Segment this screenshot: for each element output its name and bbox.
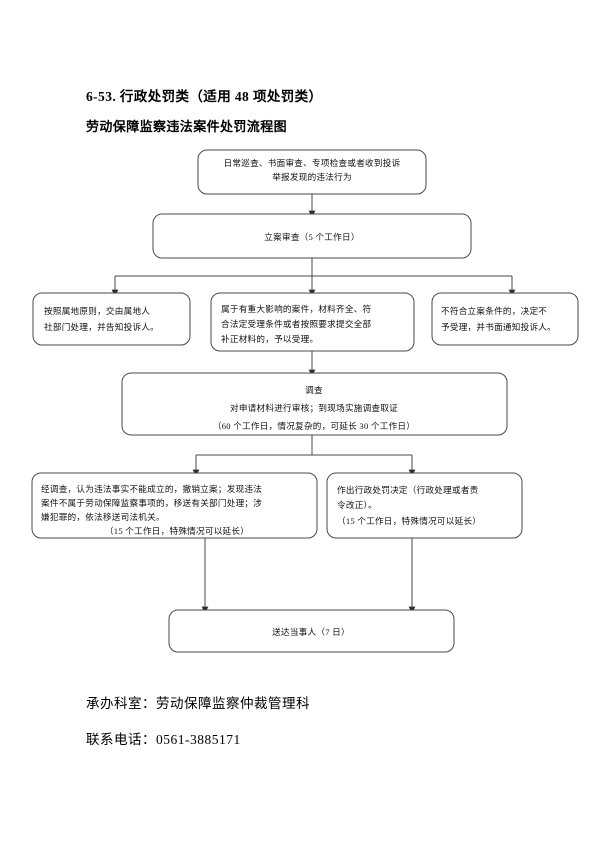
case-accepted-node-line-3: 补正材料的，予以受理。: [221, 333, 318, 344]
investigation-node: 调查 对申请材料进行审核；到现场实施调查取证 （60 个工作日，情况复杂的，可延…: [121, 372, 508, 436]
case-dismissal-node-line-1: 经调查，认为违法事实不能成立的，撤销立案；发现违法: [41, 483, 262, 494]
case-accepted-node: 属于有重大影响的案件，材料齐全、符 合法定受理条件或者按照要求提交全部 补正材料…: [210, 292, 415, 352]
penalty-decision-node-line-2: 令改正）。: [337, 499, 377, 510]
connector-investigation-to-decisions: [192, 435, 416, 477]
case-dismissal-node-line-3: 嫌犯罪的，依法移送司法机关。: [41, 511, 165, 522]
page-title: 6-53. 行政处罚类（适用 48 项处罚类）: [86, 89, 323, 104]
service-delivery-node-line-1: 送达当事人（7 日）: [272, 626, 350, 637]
connector-review-to-branches: [111, 258, 516, 297]
investigation-node-line-3: （60 个工作日，情况复杂的，可延长 30 个工作日）: [213, 420, 415, 431]
territorial-transfer-node: 按照属地原则，交由属地人 社部门处理，并告知投诉人。: [32, 292, 191, 346]
trigger-node-line-1: 日常巡查、书面审查、专项检查或者收到投诉: [224, 157, 401, 168]
case-review-node-line-1: 立案审查（5 个工作日）: [264, 231, 359, 242]
case-dismissal-node-line-2: 案件不属于劳动保障监察事项的，移送有关部门处理；涉: [41, 497, 262, 508]
case-rejected-node-line-1: 不符合立案条件的，决定不: [441, 305, 547, 316]
case-rejected-node: 不符合立案条件的，决定不 予受理，并书面通知投诉人。: [431, 292, 579, 346]
page-subtitle: 劳动保障监察违法案件处罚流程图: [86, 119, 288, 134]
case-accepted-node-line-2: 合法定受理条件或者按照要求提交全部: [221, 318, 372, 329]
case-dismissal-node: 经调查，认为违法事实不能成立的，撤销立案；发现违法 案件不属于劳动保障监察事项的…: [31, 472, 318, 539]
document-footer: 承办科室：劳动保障监察仲裁管理科 联系电话：0561-3885171: [86, 694, 546, 766]
case-review-node: 立案审查（5 个工作日）: [152, 213, 472, 259]
trigger-node-line-2: 举报发现的违法行为: [272, 171, 352, 182]
case-dismissal-node-line-4: （15 个工作日，特殊情况可以延长）: [105, 525, 249, 536]
connector-decisions-to-delivery: [201, 538, 416, 614]
responsible-department: 承办科室：劳动保障监察仲裁管理科: [86, 696, 310, 711]
penalty-decision-node: 作出行政处罚决定（行政处理或者责 令改正）。 （15 个工作日，特殊情况可以延长…: [326, 472, 523, 539]
case-accepted-node-line-1: 属于有重大影响的案件，材料齐全、符: [221, 303, 372, 314]
document-heading: 6-53. 行政处罚类（适用 48 项处罚类） 劳动保障监察违法案件处罚流程图: [86, 88, 546, 136]
contact-phone: 联系电话：0561-3885171: [86, 732, 241, 747]
service-delivery-node: 送达当事人（7 日）: [168, 609, 455, 653]
case-rejected-node-line-2: 予受理，并书面通知投诉人。: [441, 321, 556, 332]
penalty-decision-node-line-3: （15 个工作日，特殊情况可以延长）: [337, 515, 481, 526]
investigation-node-line-1: 调查: [305, 384, 323, 395]
penalty-decision-node-line-1: 作出行政处罚决定（行政处理或者责: [337, 484, 479, 495]
investigation-node-line-2: 对申请材料进行审核；到现场实施调查取证: [230, 402, 398, 413]
flowchart: 日常巡查、书面审查、专项检查或者收到投诉 举报发现的违法行为 立案审查（5 个工…: [0, 148, 600, 668]
flowchart-svg: 日常巡查、书面审查、专项检查或者收到投诉 举报发现的违法行为 立案审查（5 个工…: [31, 149, 579, 653]
trigger-node: 日常巡查、书面审查、专项检查或者收到投诉 举报发现的违法行为: [197, 149, 427, 195]
territorial-transfer-node-line-2: 社部门处理，并告知投诉人。: [44, 321, 159, 332]
territorial-transfer-node-line-1: 按照属地原则，交由属地人: [44, 305, 150, 316]
